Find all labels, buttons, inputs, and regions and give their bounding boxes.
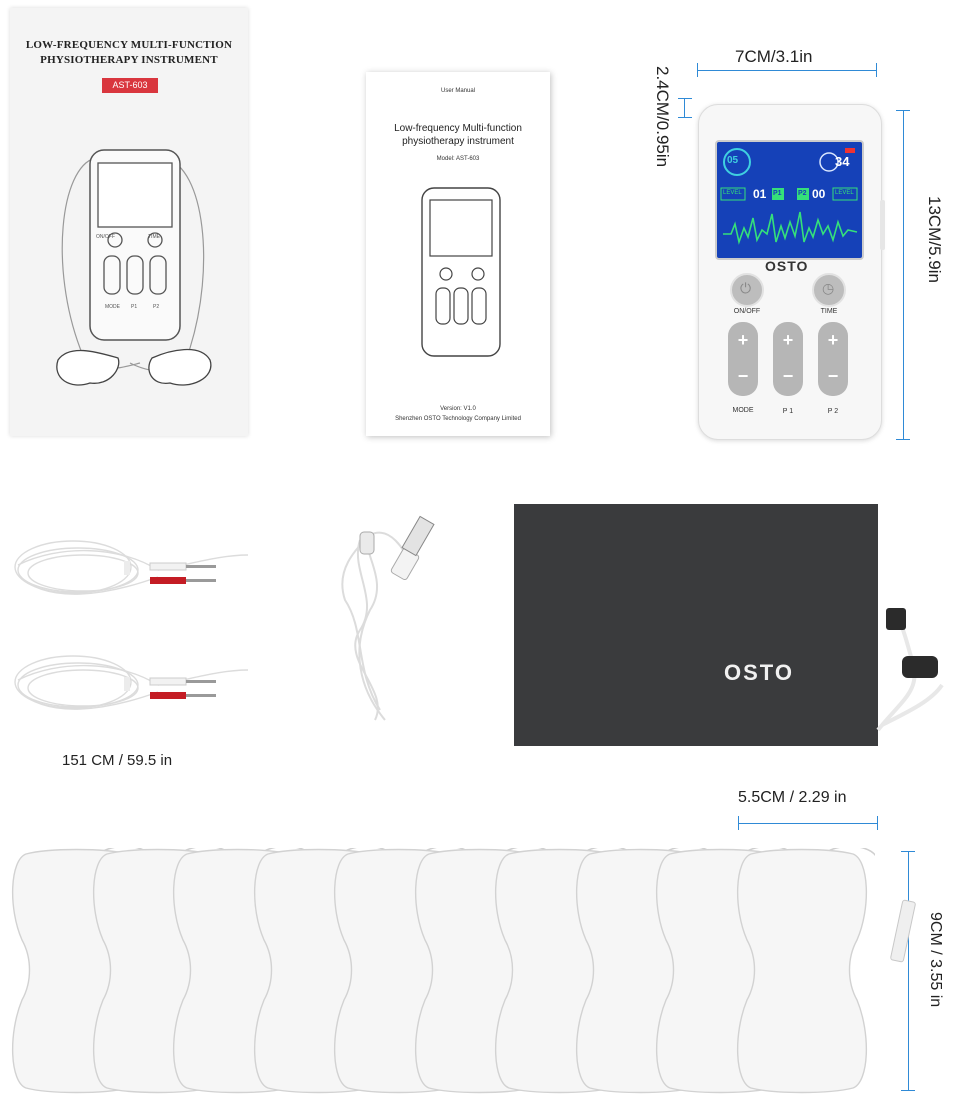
box-title-line1: LOW-FREQUENCY MULTI-FUNCTION [25,39,233,51]
user-manual: User Manual Low-frequency Multi-function… [366,72,550,436]
device-side-jack [880,200,885,250]
storage-bag [514,504,878,746]
screen-p2-value: 00 [812,187,826,201]
p1-button[interactable]: + − [773,322,803,396]
pad-connector-pin [889,899,917,963]
plus-icon: + [737,330,749,350]
cable-length-label: 151 CM / 59.5 in [62,752,173,769]
device-width-line [697,70,877,71]
device-height-tick-top [896,110,910,111]
device-top-label: 2.4CM/0.95in [653,66,672,168]
time-label: TIME [820,308,838,315]
electrode-pad [736,848,875,1094]
p2-label: P 2 [827,408,839,415]
box-label-p2: P2 [153,304,160,310]
pad-width-tick-left [738,816,739,830]
box-title: LOW-FREQUENCY MULTI-FUNCTION PHYSIOTHERA… [10,38,248,68]
box-device-drawing [56,149,212,386]
box-title-line2: PHYSIOTHERAPY INSTRUMENT [40,54,218,66]
box-label-onoff: ON/OFF [96,234,115,240]
manual-model: Model: AST-603 [436,156,480,162]
time-button[interactable]: ◷ [812,273,846,307]
device-width-tick-right [876,63,877,77]
minus-icon: − [737,366,749,386]
screen-timer-value: 34 [835,154,850,169]
manual-title-line1: Low-frequency Multi-function [394,123,522,134]
pad-width-label: 5.5CM / 2.29 in [738,789,847,806]
device-top-line [684,98,685,118]
bag-brand-logo: OSTO [724,660,794,685]
onoff-button[interactable]: ⏻ [730,273,764,307]
plus-icon: + [827,330,839,350]
lead-cables [14,540,249,710]
box-label-time: TIME [148,234,160,240]
device-screen: 05 34 LEVEL 01 P1 P2 00 LEVEL [715,140,864,260]
pad-width-tick-right [877,816,878,830]
bag-drawstring [876,608,944,732]
p2-button[interactable]: + − [818,322,848,396]
clock-icon: ◷ [822,280,835,296]
screen-level-right: LEVEL [835,190,854,196]
mode-label: MODE [732,407,754,414]
pad-surface [736,848,867,1094]
mode-button[interactable]: + − [728,322,758,396]
pad-height-tick-top [901,851,915,852]
manual-version: Version: V1.0 [440,406,476,412]
usb-charging-cable [341,515,435,721]
device-height-line [903,110,904,440]
manual-device-drawing [421,187,501,357]
box-label-mode: MODE [105,304,120,310]
power-icon: ⏻ [740,280,752,296]
minus-icon: − [827,366,839,386]
pad-width-line [738,823,878,824]
onoff-label: ON/OFF [733,308,761,315]
screen-graphics [720,148,858,245]
screen-p1-value: 01 [753,187,767,201]
p1-label: P 1 [782,408,794,415]
pad-height-label: 9CM / 3.55 in [927,912,944,1008]
device-top-tick-a [678,98,692,99]
manual-title: Low-frequency Multi-function physiothera… [366,122,550,148]
device-top-tick-b [678,117,692,118]
manual-heading: User Manual [440,88,475,94]
device-height-tick-bottom [896,439,910,440]
screen-p2-label: P2 [798,190,807,197]
product-box: LOW-FREQUENCY MULTI-FUNCTION PHYSIOTHERA… [10,8,248,436]
screen-level-left: LEVEL [723,190,742,196]
pad-height-line [908,851,909,1091]
plus-icon: + [782,330,794,350]
device-width-tick-left [697,63,698,77]
screen-p1-label: P1 [773,190,782,197]
pad-height-tick-bottom [901,1090,915,1091]
device-brand-logo: OSTO [765,258,809,274]
device-width-label: 7CM/3.1in [735,47,813,66]
box-label-p1: P1 [131,304,138,310]
box-model-badge: AST-603 [102,78,158,93]
device-height-label: 13CM/5.9in [925,196,944,283]
manual-title-line2: physiotherapy instrument [402,136,514,147]
manual-company: Shenzhen OSTO Technology Company Limited [395,416,521,422]
minus-icon: − [782,366,794,386]
screen-mode-value: 05 [727,155,739,166]
